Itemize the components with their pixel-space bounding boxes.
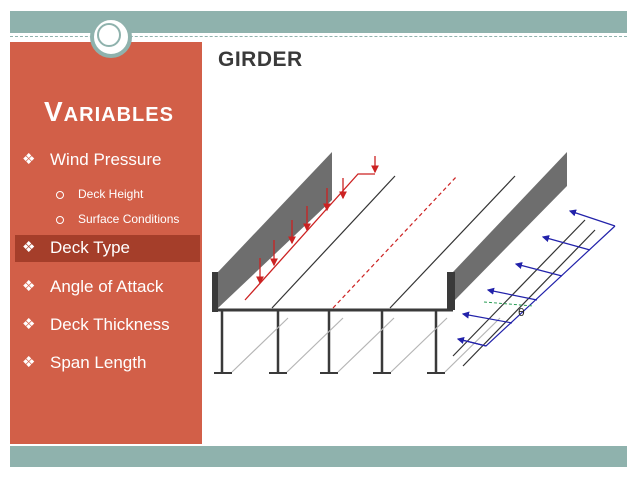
flow-arrows <box>456 209 616 347</box>
sub-item-label: Deck Height <box>78 187 144 201</box>
diamond-bullet-icon: ❖ <box>22 239 36 256</box>
circle-emblem-icon <box>90 16 132 58</box>
sidebar-item-label: Deck Thickness <box>50 315 170 334</box>
angle-label: θ <box>518 306 525 319</box>
sub-item-deck-height: Deck Height <box>56 187 143 201</box>
sidebar-item-label: Span Length <box>50 353 147 372</box>
girder-perspective-lines <box>231 317 501 373</box>
angle-reference-line <box>483 301 534 307</box>
left-parapet <box>212 152 332 312</box>
diamond-bullet-icon: ❖ <box>22 278 36 295</box>
girders <box>220 311 438 372</box>
right-parapet <box>447 152 567 310</box>
circle-bullet-icon <box>56 190 64 199</box>
diamond-bullet-icon: ❖ <box>22 316 36 333</box>
active-item-highlight <box>15 235 200 262</box>
circle-bullet-icon <box>56 215 64 224</box>
sub-item-label: Surface Conditions <box>78 212 180 226</box>
dashed-divider <box>10 36 627 37</box>
top-banner <box>10 11 627 33</box>
sidebar-item-label: Wind Pressure <box>50 150 162 169</box>
sidebar-title: Variables <box>44 96 174 127</box>
lane-lines <box>271 175 516 309</box>
bottom-banner <box>10 446 627 467</box>
sidebar-item-label: Deck Type <box>50 238 131 257</box>
sub-item-surface-conditions: Surface Conditions <box>56 212 179 226</box>
diamond-bullet-icon: ❖ <box>22 151 36 168</box>
centerline-dashed <box>332 175 458 309</box>
rail-lines <box>452 219 596 367</box>
diamond-bullet-icon: ❖ <box>22 354 36 371</box>
page-title: GIRDER <box>218 48 303 71</box>
sidebar-item-label: Angle of Attack <box>50 277 164 296</box>
wind-pressure-arrows <box>244 156 379 301</box>
girder-diagram: θ <box>212 152 616 374</box>
